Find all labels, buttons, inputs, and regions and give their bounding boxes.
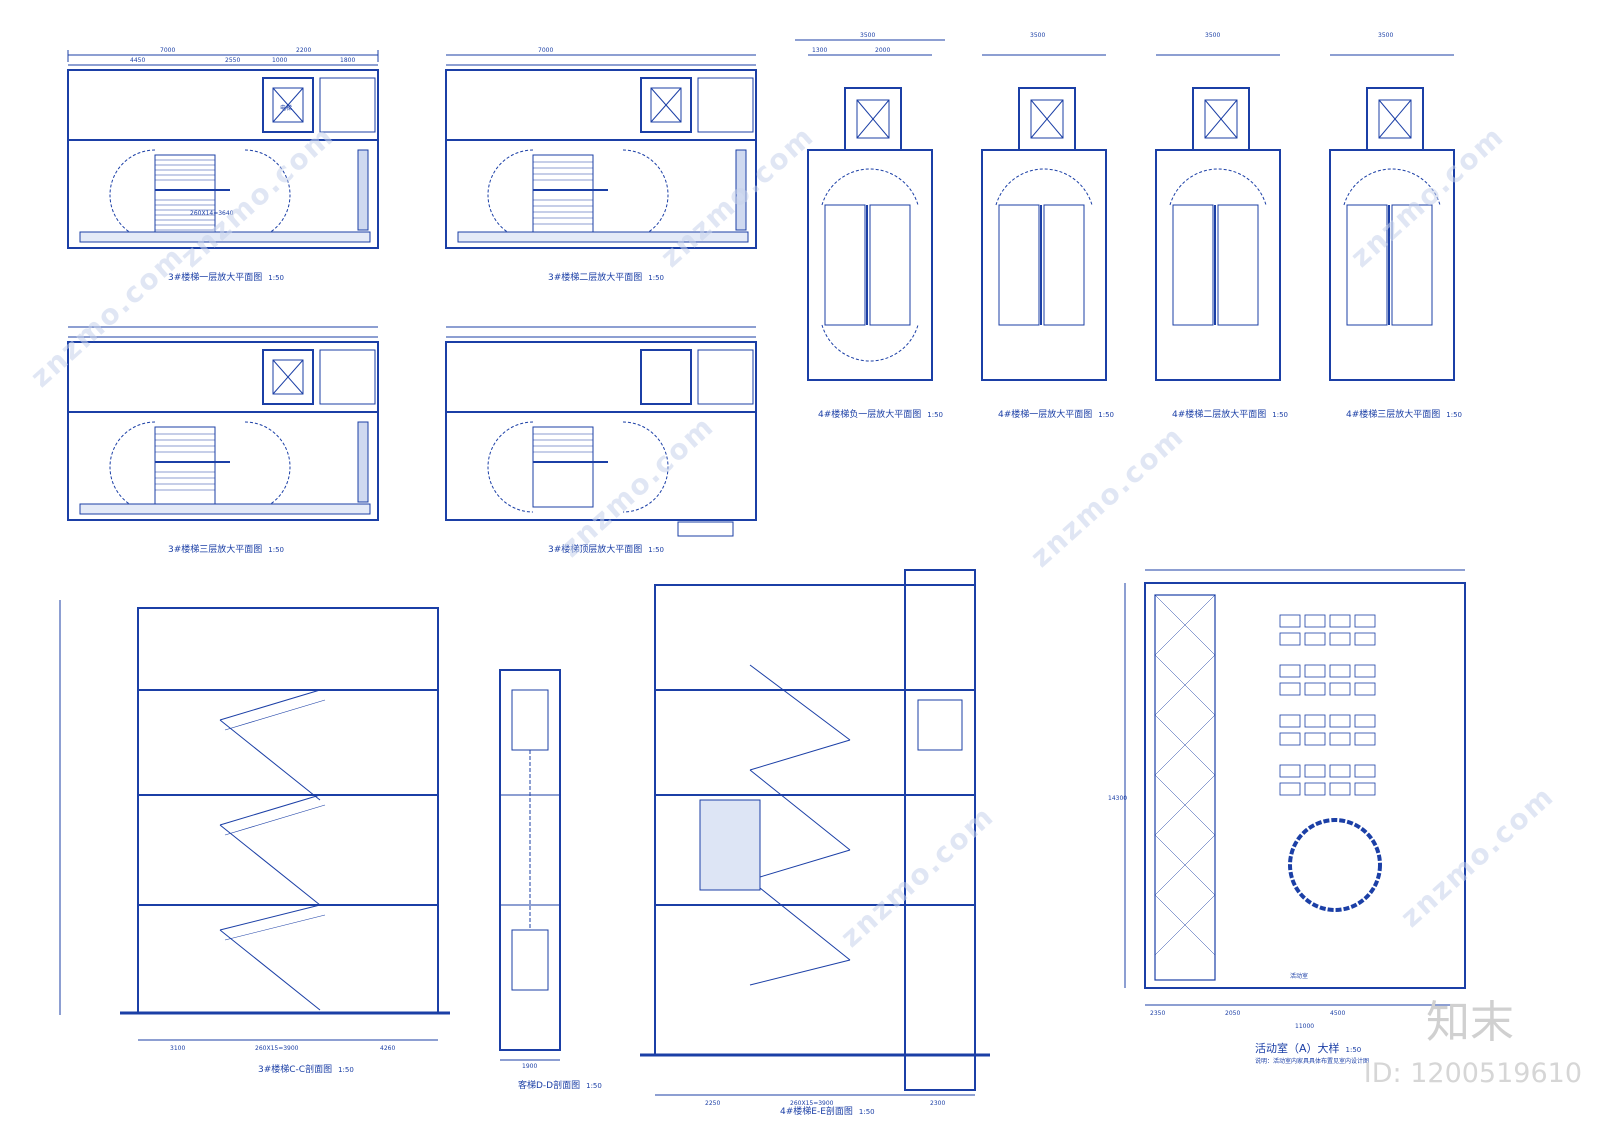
image-id: ID: 1200519610 xyxy=(1363,1058,1582,1089)
dim-act-b: 2050 xyxy=(1225,1010,1240,1017)
brand-logo: 知末 xyxy=(1426,997,1514,1048)
activity-room-note: 说明：活动室内家具具体布置见室内设计图 xyxy=(1255,1058,1370,1065)
plan-4-level-3 xyxy=(1329,54,1455,381)
dim-sec3-a: 2250 xyxy=(705,1100,720,1107)
section-4-ee xyxy=(640,569,990,1096)
dim-stair-total-4: 3500 xyxy=(1378,32,1393,39)
dim-plan-e: 1800 xyxy=(340,57,355,64)
plan-4-basement xyxy=(795,39,945,381)
dim-sec-b: 260X15=3900 xyxy=(255,1045,299,1052)
dim-plan-total: 7000 xyxy=(160,47,175,54)
dim-sec-a: 3100 xyxy=(170,1045,185,1052)
dim-stair-total-3: 3500 xyxy=(1205,32,1220,39)
dim-plan-a: 4450 xyxy=(130,57,145,64)
dim-plan-f: 2200 xyxy=(296,47,311,54)
label-elev: 电梯 xyxy=(280,104,292,112)
dim-stair-total-2: 3500 xyxy=(1030,32,1045,39)
section-lift-dd xyxy=(499,669,561,1061)
activity-room-plan xyxy=(1124,569,1466,1006)
label-room: 活动室 xyxy=(1290,972,1308,980)
dim-plan-total-2: 7000 xyxy=(538,47,553,54)
plan-3-level-1 xyxy=(67,50,379,249)
dim-sec3-c: 2300 xyxy=(930,1100,945,1107)
dim-stair-a: 1300 xyxy=(812,47,827,54)
dim-act-total: 11000 xyxy=(1295,1023,1314,1030)
dim-act-h: 14300 xyxy=(1108,795,1127,802)
dim-lift-a: 1900 xyxy=(522,1063,537,1070)
dim-sec-c: 4260 xyxy=(380,1045,395,1052)
dim-plan-d: 1000 xyxy=(272,57,287,64)
plan-4-level-2 xyxy=(1155,54,1281,381)
dimension-labels: 7000 4450 2550 1000 1800 2200 7000 3500 … xyxy=(130,32,1393,1107)
dim-act-a: 2350 xyxy=(1150,1010,1165,1017)
dim-stair-total: 3500 xyxy=(860,32,875,39)
plan-3-top-level xyxy=(445,326,757,537)
dim-stair-c: 2000 xyxy=(875,47,890,54)
dim-sec3-b: 260X15=3900 xyxy=(790,1100,834,1107)
plan-3-level-3 xyxy=(67,326,379,521)
dim-act-c: 4500 xyxy=(1330,1010,1345,1017)
plan-3-level-2 xyxy=(445,54,757,249)
section-3-cc xyxy=(59,600,450,1041)
dim-plan-b: 2550 xyxy=(225,57,240,64)
label-tread: 260X14=3640 xyxy=(190,210,234,217)
plan-4-level-1 xyxy=(981,54,1107,381)
